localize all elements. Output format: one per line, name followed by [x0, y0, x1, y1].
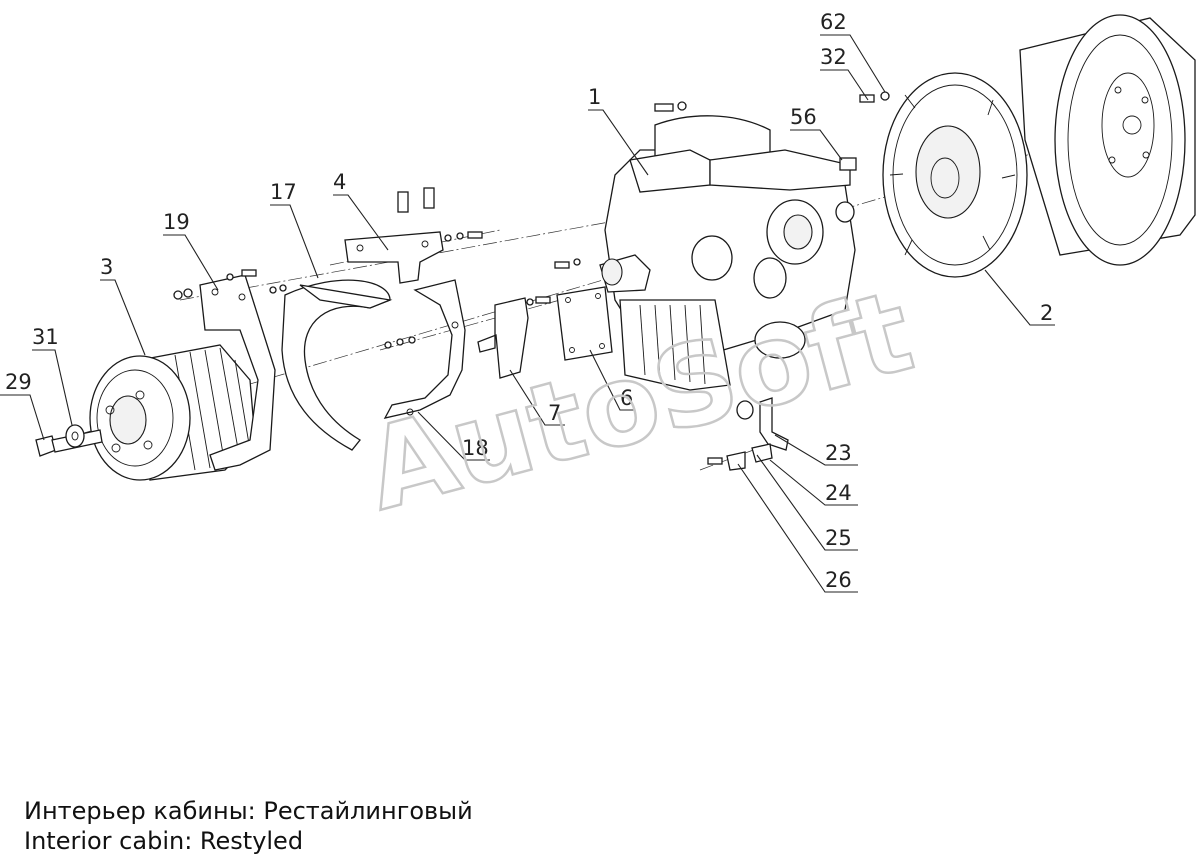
callout-31: 31 — [32, 325, 59, 349]
callout-25: 25 — [825, 526, 852, 550]
clutch-disc — [882, 72, 1028, 278]
bracket-mid — [477, 297, 529, 379]
mounting-plate — [556, 286, 613, 361]
exploded-parts-diagram: 62 32 56 1 2 4 17 19 3 31 29 18 7 6 23 2… — [0, 10, 1196, 593]
callout-17: 17 — [270, 180, 297, 204]
caption-russian: Интерьер кабины: Рестайлинговый — [24, 797, 473, 825]
callout-18: 18 — [462, 436, 489, 460]
pulley-assembly — [89, 344, 256, 481]
caption-english: Interior cabin: Restyled — [24, 827, 304, 855]
pulley-bolt-and-washer — [35, 424, 103, 457]
callout-24: 24 — [825, 481, 852, 505]
callout-29: 29 — [5, 370, 32, 394]
callout-26: 26 — [825, 568, 852, 592]
bracket-lower — [707, 397, 789, 471]
pulley-shield — [199, 274, 276, 471]
callout-leaders — [0, 34, 1055, 593]
callout-1: 1 — [588, 85, 601, 109]
gearbox-housing — [599, 115, 856, 391]
callout-6: 6 — [620, 386, 633, 410]
callout-2: 2 — [1040, 301, 1053, 325]
callout-23: 23 — [825, 441, 852, 465]
callout-62: 62 — [820, 10, 847, 34]
side-guard — [383, 279, 466, 419]
callout-7: 7 — [548, 401, 561, 425]
callout-4: 4 — [333, 170, 346, 194]
bracket-upper — [344, 187, 444, 284]
curved-guard — [281, 279, 393, 451]
callout-19: 19 — [163, 210, 190, 234]
callout-32: 32 — [820, 45, 847, 69]
callout-56: 56 — [790, 105, 817, 129]
callout-labels: 62 32 56 1 2 4 17 19 3 31 29 18 7 6 23 2… — [5, 10, 1053, 592]
callout-3: 3 — [100, 255, 113, 279]
flywheel-housing — [1019, 14, 1196, 266]
